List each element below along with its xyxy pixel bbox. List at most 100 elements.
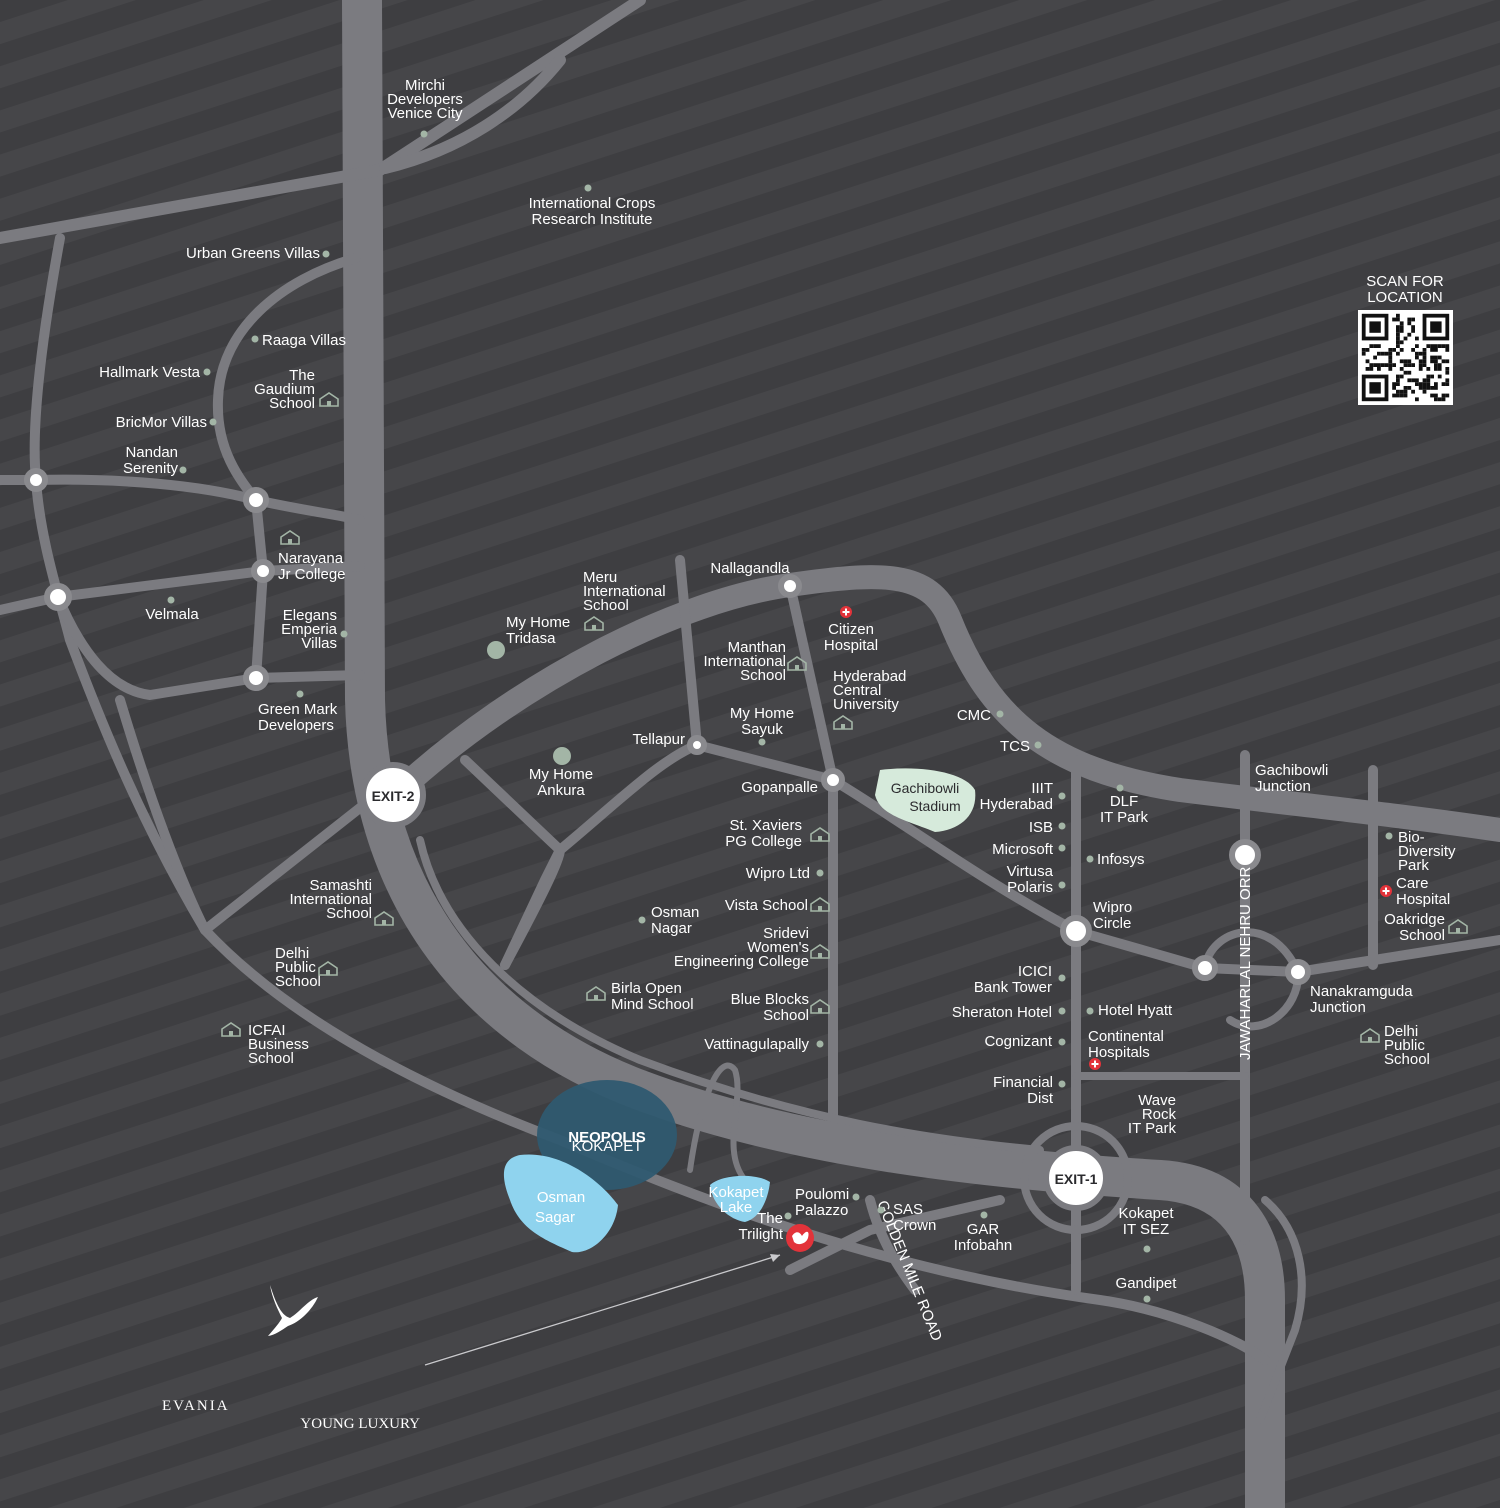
location-dot — [1058, 974, 1066, 982]
location-dot — [784, 1212, 792, 1220]
place-label-line: Circle — [1093, 915, 1131, 932]
qr-code-icon[interactable] — [1358, 310, 1453, 405]
exit-2-marker: EXIT-2 — [360, 762, 426, 828]
place-label-line: Wipro — [1093, 899, 1132, 916]
place-label-line: IT SEZ — [1123, 1221, 1169, 1238]
hospital-cross-icon — [1380, 885, 1392, 897]
school-icon — [810, 999, 830, 1014]
location-dot — [420, 130, 428, 138]
place-label-line: Central — [833, 682, 881, 699]
stadium-label-1: Gachibowli — [891, 780, 959, 796]
location-dot — [1086, 1007, 1094, 1015]
road-nagulapally — [200, 795, 375, 935]
place-label-line: Palazzo — [795, 1202, 848, 1219]
place-label-line: Birla Open — [611, 980, 682, 997]
hospital-cross-icon — [1089, 1058, 1101, 1070]
school-icon — [1360, 1028, 1380, 1043]
place-tcs: TCS — [1000, 738, 1042, 755]
place-label-line: Delhi — [1384, 1023, 1418, 1040]
place-label-line: Gandipet — [1116, 1275, 1178, 1292]
place-label-line: School — [1399, 927, 1445, 944]
junction-node-gopanpalle — [821, 768, 845, 792]
school-icon — [810, 944, 830, 959]
neopolis-label: NEOPOLIS — [568, 1129, 646, 1146]
qr-label-line2: LOCATION — [1367, 289, 1443, 306]
kokapet-lake-label-2: Lake — [720, 1199, 753, 1216]
place-label-line: Hospitals — [1088, 1044, 1150, 1061]
place-urban-greens: Urban Greens Villas — [186, 245, 330, 262]
junction-node-tellapur — [687, 735, 707, 755]
place-label-line: Gopanpalle — [741, 779, 818, 796]
brand-tagline: YOUNG LUXURY — [300, 1416, 420, 1432]
place-label-line: International Crops — [529, 195, 656, 212]
pointer-arrow — [424, 1254, 781, 1366]
osman-sagar-lake — [503, 1154, 618, 1253]
location-dot — [1058, 1007, 1066, 1015]
junction-node — [1192, 955, 1218, 981]
road-golden-mile — [865, 1195, 920, 1295]
place-label-line: Wave — [1138, 1092, 1176, 1109]
place-label-line: Junction — [1255, 778, 1311, 795]
junction-node — [251, 559, 275, 583]
school-icon — [1448, 919, 1468, 934]
road-parallel-orr — [416, 836, 1044, 1154]
place-label-line: Citizen — [828, 621, 874, 638]
place-label-line: Elegans — [283, 607, 337, 624]
place-label-line: The — [289, 367, 315, 384]
place-label-line: ICICI — [1018, 963, 1052, 980]
place-label-line: Mirchi — [405, 77, 445, 94]
place-bricmor: BricMor Villas — [116, 414, 217, 431]
place-label-line: Nagar — [651, 920, 692, 937]
place-label-line: International — [583, 583, 666, 600]
qr-code-block[interactable]: SCAN FOR LOCATION — [1358, 273, 1453, 405]
place-label-line: Velmala — [145, 606, 199, 623]
location-dot — [980, 1211, 988, 1219]
place-vattinagulapally: Vattinagulapally — [704, 1036, 824, 1053]
stadium-label-2: Stadium — [909, 798, 960, 814]
place-label-line: Park — [1398, 857, 1429, 874]
junction-node-gachibowli — [1229, 839, 1261, 871]
place-label-line: Delhi — [275, 945, 309, 962]
gachibowli-stadium — [875, 768, 976, 832]
place-label-line: Kokapet — [1118, 1205, 1174, 1222]
junction-node-nanakramguda — [1285, 959, 1311, 985]
school-icon — [318, 961, 338, 976]
place-label-line: Narayana — [278, 550, 344, 567]
location-dot — [1058, 844, 1066, 852]
place-label-line: Nandan — [125, 444, 178, 461]
road-kokapet — [785, 1195, 1005, 1275]
location-dot — [638, 916, 646, 924]
place-label-line: Hyderabad — [833, 668, 906, 685]
brand-name: EVANIA — [162, 1398, 230, 1414]
place-label-line: Green Mark — [258, 701, 338, 718]
place-label-line: Wipro Ltd — [746, 865, 810, 882]
place-label-line: School — [583, 597, 629, 614]
evania-project-marker[interactable] — [786, 1224, 814, 1252]
place-label-line: Vattinagulapally — [704, 1036, 809, 1053]
place-label-line: Continental — [1088, 1028, 1164, 1045]
place-label-line: Hospital — [824, 637, 878, 654]
junction-node — [24, 468, 48, 492]
place-label-line: IT Park — [1100, 809, 1149, 826]
place-label-line: Cognizant — [984, 1033, 1052, 1050]
qr-label-line1: SCAN FOR — [1366, 273, 1444, 290]
place-label-line: Infosys — [1097, 851, 1145, 868]
school-icon — [584, 616, 604, 631]
